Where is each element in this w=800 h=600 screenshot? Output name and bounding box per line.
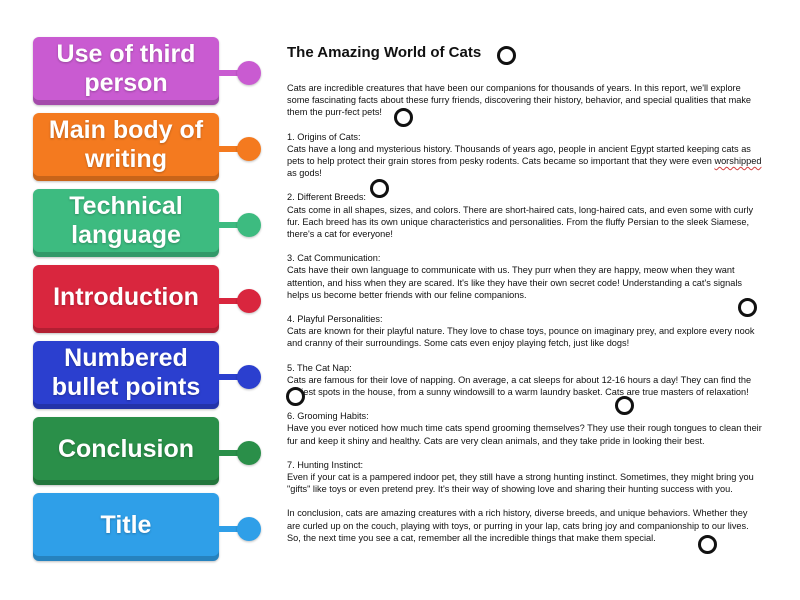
tile-label: Title — [100, 510, 152, 539]
tile-drag-handle[interactable] — [237, 517, 261, 541]
document-conclusion: In conclusion, cats are amazing creature… — [287, 508, 749, 543]
section-text-end: as gods! — [287, 168, 322, 179]
tile-drag-handle[interactable] — [237, 61, 261, 85]
document-intro: Cats are incredible creatures that have … — [287, 83, 752, 118]
spellcheck-word: worshipped — [714, 156, 762, 167]
tile-drag-handle[interactable] — [237, 137, 261, 161]
drop-target-6[interactable] — [615, 396, 634, 415]
drop-target-5[interactable] — [286, 387, 305, 406]
tile-title[interactable]: Title — [33, 493, 219, 561]
drop-target-2[interactable] — [394, 108, 413, 127]
section-heading: 7. Hunting Instinct: — [287, 459, 364, 470]
section-heading: 5. The Cat Nap: — [287, 362, 352, 373]
tile-connector — [219, 222, 247, 228]
section-text: Even if your cat is a pampered indoor pe… — [287, 472, 754, 495]
section-heading: 6. Grooming Habits: — [287, 411, 369, 422]
tile-conclusion[interactable]: Conclusion — [33, 417, 219, 485]
drop-target-3[interactable] — [370, 179, 389, 198]
tile-label: Conclusion — [57, 434, 195, 463]
tile-label: Numbered bullet points — [51, 344, 201, 401]
tile-label: Use of third person — [56, 40, 196, 97]
section-heading: 4. Playful Personalities: — [287, 314, 383, 325]
label-tiles-panel: Use of third person Main body of writing… — [0, 0, 270, 600]
tile-connector — [219, 526, 247, 532]
section-6: 6. Grooming Habits: Have you ever notice… — [287, 410, 762, 447]
drop-target-7[interactable] — [698, 535, 717, 554]
section-heading: 1. Origins of Cats: — [287, 131, 361, 142]
tile-connector — [219, 374, 247, 380]
section-heading: 2. Different Breeds: — [287, 192, 366, 203]
section-text: Cats come in all shapes, sizes, and colo… — [287, 204, 754, 240]
tile-introduction[interactable]: Introduction — [33, 265, 219, 333]
section-4: 4. Playful Personalities: Cats are known… — [287, 313, 762, 350]
section-text: Cats have their own language to communic… — [287, 265, 742, 300]
section-text: Cats have a long and mysterious history.… — [287, 143, 751, 167]
tile-drag-handle[interactable] — [237, 441, 261, 465]
tile-drag-handle[interactable] — [237, 289, 261, 313]
section-7: 7. Hunting Instinct: Even if your cat is… — [287, 459, 762, 496]
tile-connector — [219, 450, 247, 456]
tile-drag-handle[interactable] — [237, 365, 261, 389]
tile-use-of-third-person[interactable]: Use of third person — [33, 37, 219, 105]
tile-connector — [219, 70, 247, 76]
tile-connector — [219, 146, 247, 152]
section-text: Cats are famous for their love of nappin… — [287, 374, 752, 398]
section-text: Cats are known for their playful nature.… — [287, 326, 755, 349]
section-text: Have you ever noticed how much time cats… — [287, 423, 762, 446]
tile-label: Introduction — [53, 282, 199, 311]
tile-label: Technical language — [69, 192, 183, 249]
section-3: 3. Cat Communication: Cats have their ow… — [287, 252, 762, 301]
tile-label: Main body of writing — [48, 116, 204, 173]
document-title: The Amazing World of Cats — [287, 44, 482, 61]
tile-main-body-of-writing[interactable]: Main body of writing — [33, 113, 219, 181]
section-5: 5. The Cat Nap: Cats are famous for thei… — [287, 362, 762, 399]
drop-target-4[interactable] — [738, 298, 757, 317]
tile-drag-handle[interactable] — [237, 213, 261, 237]
section-heading: 3. Cat Communication: — [287, 253, 381, 264]
tile-connector — [219, 298, 247, 304]
section-1: 1. Origins of Cats: Cats have a long and… — [287, 131, 762, 180]
document-image: The Amazing World of Cats Cats are incre… — [287, 42, 762, 556]
drop-target-1[interactable] — [497, 46, 516, 65]
tile-numbered-bullet-points[interactable]: Numbered bullet points — [33, 341, 219, 409]
tile-technical-language[interactable]: Technical language — [33, 189, 219, 257]
section-2: 2. Different Breeds: Cats come in all sh… — [287, 191, 762, 240]
